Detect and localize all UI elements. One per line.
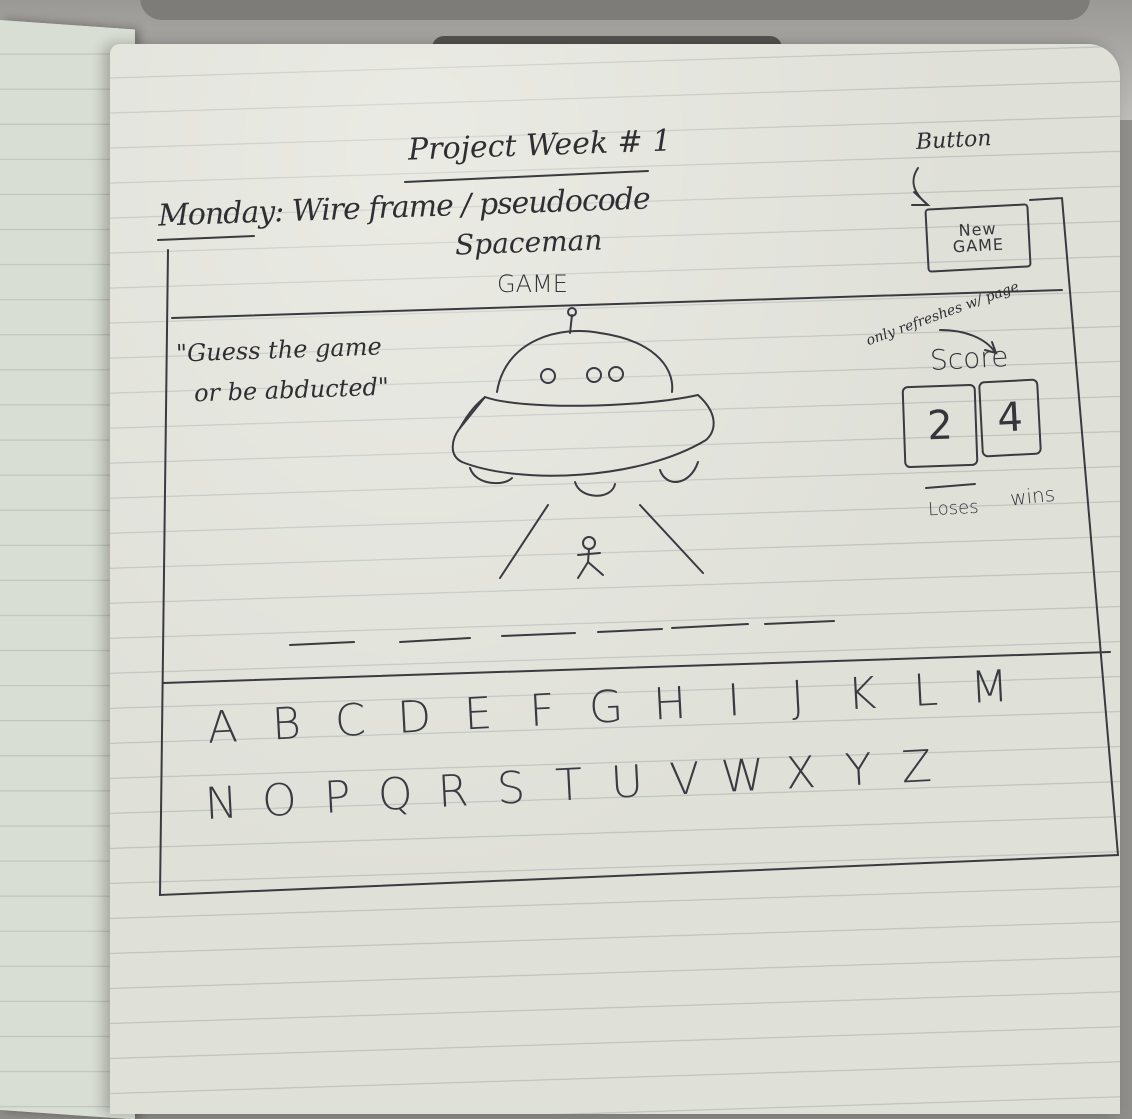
letter-key[interactable]: N <box>203 777 240 831</box>
blank-1 <box>289 641 355 646</box>
notebook-right-page <box>110 44 1120 1114</box>
wins-label: wins <box>1008 481 1057 511</box>
button-annotation: Button <box>915 126 993 155</box>
letter-key[interactable]: P <box>322 771 352 824</box>
letter-key[interactable]: C <box>333 694 368 748</box>
stick-figure <box>577 548 604 579</box>
blank-6 <box>764 620 835 625</box>
game-title-sub: GAME <box>497 270 568 298</box>
letter-key[interactable]: X <box>784 747 818 800</box>
new-game-label-2: GAME <box>952 234 1005 257</box>
letter-key[interactable]: A <box>206 701 239 754</box>
button-arrow <box>911 167 931 206</box>
subtitle-underline <box>157 235 255 241</box>
letter-key[interactable]: Z <box>900 741 933 794</box>
tractor-beam <box>499 504 704 579</box>
blank-2 <box>399 637 471 643</box>
wins-score: 4 <box>978 378 1042 458</box>
letter-key[interactable]: W <box>719 749 766 803</box>
letter-key[interactable]: B <box>270 698 303 751</box>
letter-key[interactable]: Q <box>376 768 414 821</box>
title-underline <box>404 170 649 183</box>
letter-key[interactable]: H <box>652 677 688 731</box>
ufo-saucer <box>451 393 715 477</box>
ufo-dome <box>496 329 674 393</box>
ufo-antenna <box>569 314 573 334</box>
letter-key[interactable]: S <box>495 762 527 815</box>
letter-key[interactable]: V <box>668 753 702 806</box>
letter-key[interactable]: L <box>911 664 940 717</box>
letter-key[interactable]: Y <box>843 744 874 797</box>
letter-key[interactable]: U <box>609 756 645 809</box>
letter-key[interactable]: E <box>462 688 494 741</box>
keyboard-divider <box>162 651 1111 684</box>
letter-key[interactable]: T <box>554 759 584 812</box>
letter-key[interactable]: D <box>395 691 433 744</box>
losses-score: 2 <box>901 383 979 469</box>
letter-key[interactable]: R <box>436 765 470 818</box>
score-label: Score <box>929 339 1010 378</box>
header-divider <box>171 289 1063 319</box>
losses-label: Loses <box>927 496 980 521</box>
frame-outline <box>158 197 1120 897</box>
letter-key[interactable]: K <box>845 667 878 721</box>
new-game-button[interactable]: New GAME <box>924 203 1032 273</box>
blank-4 <box>597 628 663 633</box>
letter-key[interactable]: G <box>587 681 625 734</box>
refresh-arrow <box>939 329 998 355</box>
game-title: Spaceman <box>454 223 603 262</box>
letter-key[interactable]: J <box>789 671 806 724</box>
laptop-edge <box>140 0 1090 20</box>
blank-3 <box>501 632 576 637</box>
letter-key[interactable]: F <box>528 684 557 737</box>
letter-key[interactable]: O <box>260 774 299 828</box>
letter-key[interactable]: M <box>969 660 1010 714</box>
letter-key[interactable]: I <box>725 674 742 727</box>
blank-5 <box>671 623 749 629</box>
